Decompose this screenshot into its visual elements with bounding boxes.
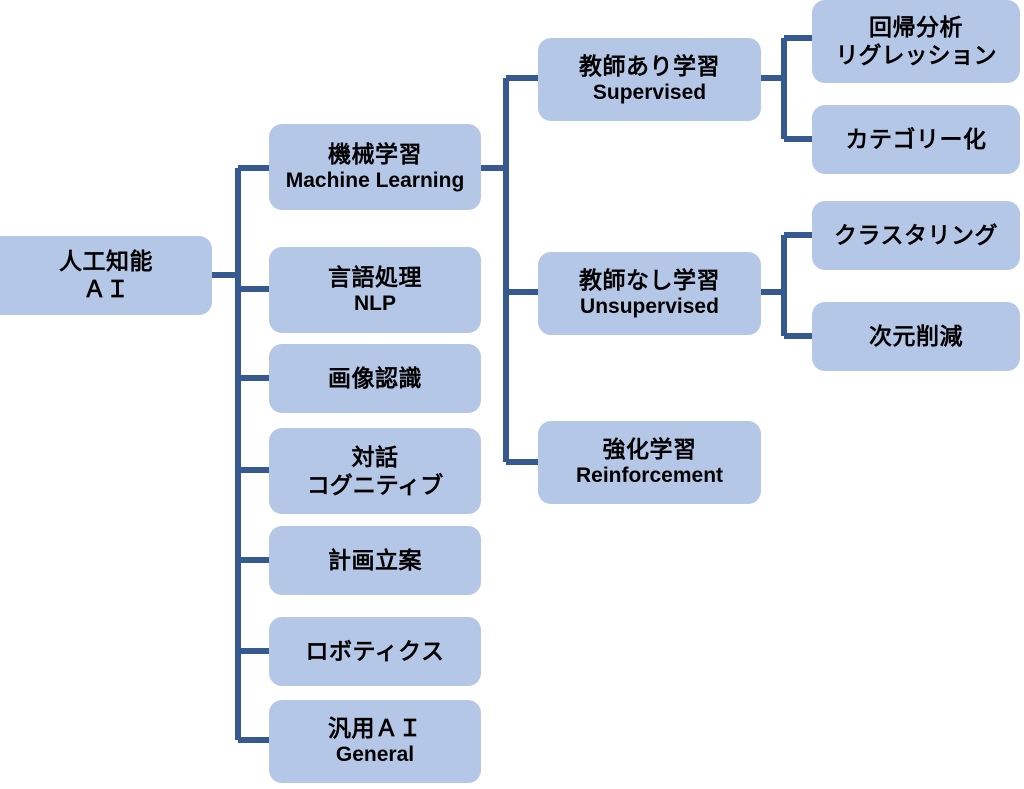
node-general-ai-label-en: General	[335, 743, 415, 767]
node-reinforcement-label-ja: 強化学習	[602, 436, 697, 463]
node-nlp-label-ja: 言語処理	[328, 263, 422, 290]
node-general-ai[interactable]: 汎用ＡＩ General	[269, 700, 481, 783]
node-unsupervised-label-ja: 教師なし学習	[579, 267, 720, 294]
node-planning-label-ja: 計画立案	[328, 547, 422, 574]
node-regression[interactable]: 回帰分析 リグレッション	[812, 0, 1020, 83]
node-unsupervised-label-en: Unsupervised	[580, 295, 719, 319]
node-nlp[interactable]: 言語処理 NLP	[269, 247, 481, 333]
node-dialogue-cognitive[interactable]: 対話 コグニティブ	[269, 428, 481, 514]
node-clustering[interactable]: クラスタリング	[812, 201, 1020, 270]
node-reinforcement-label-en: Reinforcement	[575, 464, 724, 488]
node-dialogue-cognitive-label-ja: 対話	[351, 443, 399, 470]
node-regression-label-en: リグレッション	[835, 42, 997, 68]
node-machine-learning[interactable]: 機械学習 Machine Learning	[269, 124, 481, 210]
node-reinforcement[interactable]: 強化学習 Reinforcement	[538, 421, 761, 504]
node-planning[interactable]: 計画立案	[269, 526, 481, 595]
node-supervised-label-en: Supervised	[592, 81, 707, 105]
node-ai-label-en: ＡＩ	[83, 276, 129, 302]
node-machine-learning-label-ja: 機械学習	[328, 140, 422, 167]
node-machine-learning-label-en: Machine Learning	[285, 168, 465, 192]
node-image-recognition[interactable]: 画像認識	[269, 344, 481, 413]
node-ai[interactable]: 人工知能 ＡＩ	[0, 236, 212, 315]
node-dialogue-cognitive-label-en: コグニティブ	[306, 471, 444, 498]
node-general-ai-label-ja: 汎用ＡＩ	[328, 715, 422, 742]
node-unsupervised[interactable]: 教師なし学習 Unsupervised	[538, 252, 761, 335]
node-regression-label-ja: 回帰分析	[869, 14, 963, 41]
node-image-recognition-label-ja: 画像認識	[328, 365, 422, 392]
node-ai-label-ja: 人工知能	[59, 248, 153, 275]
node-dimensionality-reduction-label-ja: 次元削減	[869, 323, 963, 350]
node-categorization-label-ja: カテゴリー化	[845, 126, 987, 153]
node-nlp-label-en: NLP	[354, 291, 396, 315]
node-supervised[interactable]: 教師あり学習 Supervised	[538, 38, 761, 121]
node-clustering-label-ja: クラスタリング	[833, 222, 999, 249]
node-supervised-label-ja: 教師あり学習	[579, 53, 720, 80]
node-dimensionality-reduction[interactable]: 次元削減	[812, 302, 1020, 371]
node-categorization[interactable]: カテゴリー化	[812, 105, 1020, 174]
node-robotics-label-ja: ロボティクス	[305, 638, 445, 665]
node-robotics[interactable]: ロボティクス	[269, 617, 481, 686]
